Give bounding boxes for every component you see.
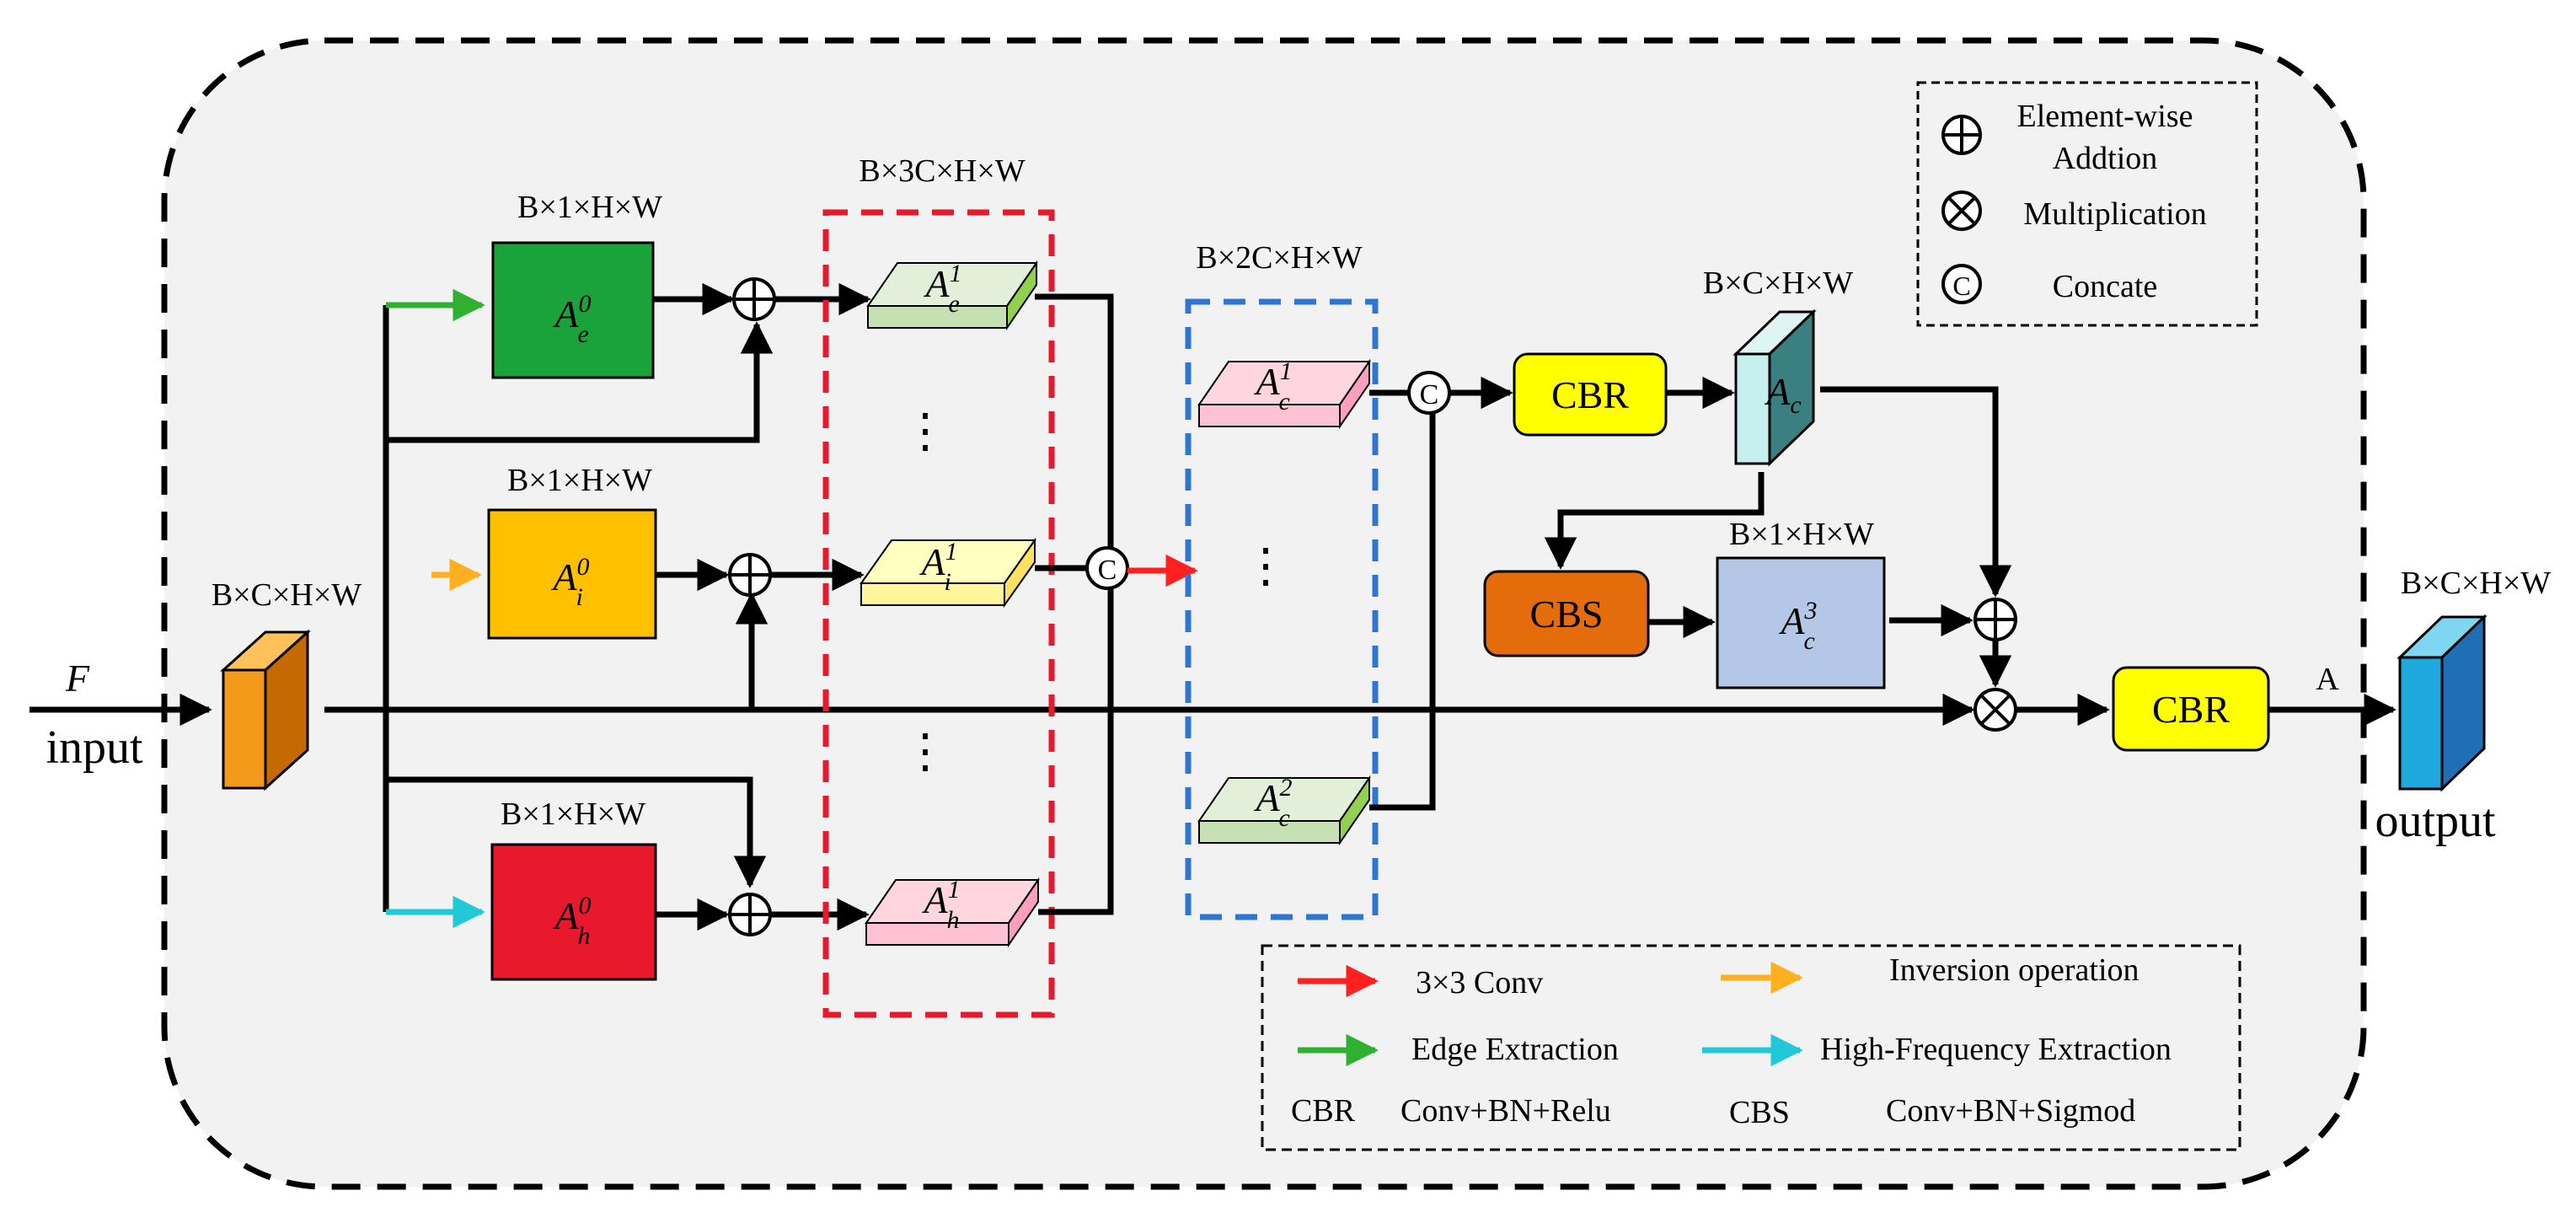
legend-cbs-value: Conv+BN+Sigmod — [1886, 1093, 2135, 1129]
cbs-block-label: CBS — [1530, 593, 1604, 636]
legend-cbr-value: Conv+BN+Relu — [1400, 1093, 1611, 1129]
ac-to-cbs — [1544, 472, 1765, 570]
highfreq-adder — [728, 893, 772, 936]
highfreq-map — [490, 843, 657, 981]
group2-dim: B×2C×H×W — [1196, 240, 1362, 276]
legend-cbs-key: CBS — [1729, 1095, 1790, 1130]
edge-slab — [866, 260, 1038, 331]
highfreq-map-dim: B×1×H×W — [501, 797, 645, 832]
group3-ellipsis-bottom: ⋮ — [902, 726, 949, 778]
group3-ellipsis-top: ⋮ — [902, 405, 949, 458]
edge-map-dim: B×1×H×W — [517, 190, 662, 225]
group3-dim: B×3C×H×W — [859, 153, 1025, 189]
svg-text:C: C — [1098, 555, 1117, 586]
ac-cube — [1733, 308, 1817, 467]
c1-slab — [1197, 358, 1371, 430]
legend-concat-symbol: C — [1941, 264, 1982, 304]
highfreq-slab — [865, 877, 1040, 948]
legend-add-text: Element-wise — [2017, 99, 2193, 134]
legend-add-symbol — [1941, 115, 1982, 155]
inversion-adder — [728, 553, 772, 597]
output-label: output — [2375, 795, 2496, 847]
group2-box — [1185, 298, 1379, 920]
ac-to-final-adder — [1820, 386, 2012, 598]
legend-concat-text: Concate — [2053, 269, 2158, 304]
ac-label: Ac — [1764, 370, 1801, 419]
legend-mul-symbol — [1941, 190, 1982, 231]
legend-conv-text: 3×3 Conv — [1416, 965, 1543, 1000]
output-tensor-cube — [2397, 614, 2488, 792]
input-label: input — [46, 721, 143, 774]
legend-cbr-key: CBR — [1291, 1093, 1356, 1129]
input-tensor-cube — [220, 629, 311, 791]
cbs-block — [1483, 570, 1650, 657]
input-variable: F — [65, 657, 90, 700]
legend-inversion-text: Inversion operation — [1889, 952, 2140, 988]
legend-add-text-2: Addtion — [2053, 141, 2158, 176]
multiplier-node — [1974, 688, 2017, 732]
legend-edge-text: Edge Extraction — [1411, 1032, 1619, 1067]
concat-node-2: C — [1407, 371, 1451, 415]
edge-slab-to-concat — [1035, 293, 1114, 548]
highfreq-skip-line — [386, 776, 767, 888]
edge-map — [491, 241, 655, 379]
output-tensor-dim: B×C×H×W — [2401, 566, 2551, 601]
svg-text:C: C — [1420, 379, 1439, 410]
cbr-block-1-label: CBR — [1551, 373, 1629, 416]
inversion-slab — [860, 537, 1036, 609]
a3-map — [1716, 556, 1886, 689]
output-edge-label: A — [2316, 662, 2339, 697]
final-adder — [1974, 598, 2017, 641]
group2-ellipsis: ⋮ — [1242, 540, 1289, 593]
ac-tensor-dim: B×C×H×W — [1703, 266, 1853, 301]
edge-adder — [732, 277, 776, 321]
inversion-map — [487, 508, 657, 640]
input-tensor-dim: B×C×H×W — [212, 577, 361, 613]
a3-map-dim: B×1×H×W — [1729, 517, 1874, 552]
legend-highfreq-text: High-Frequency Extraction — [1820, 1032, 2172, 1067]
edge-skip-line — [386, 321, 774, 443]
concat-node-1: C — [1085, 546, 1129, 590]
svg-text:C: C — [1952, 271, 1970, 301]
c2-to-concat — [1369, 413, 1436, 811]
group3-box — [822, 209, 1055, 1018]
highfreq-slab-to-concat — [1038, 588, 1114, 915]
cbr-block-2-label: CBR — [2152, 688, 2230, 731]
c2-slab — [1197, 775, 1371, 846]
legend-mul-text: Multiplication — [2023, 196, 2206, 232]
inversion-map-dim: B×1×H×W — [507, 463, 652, 498]
